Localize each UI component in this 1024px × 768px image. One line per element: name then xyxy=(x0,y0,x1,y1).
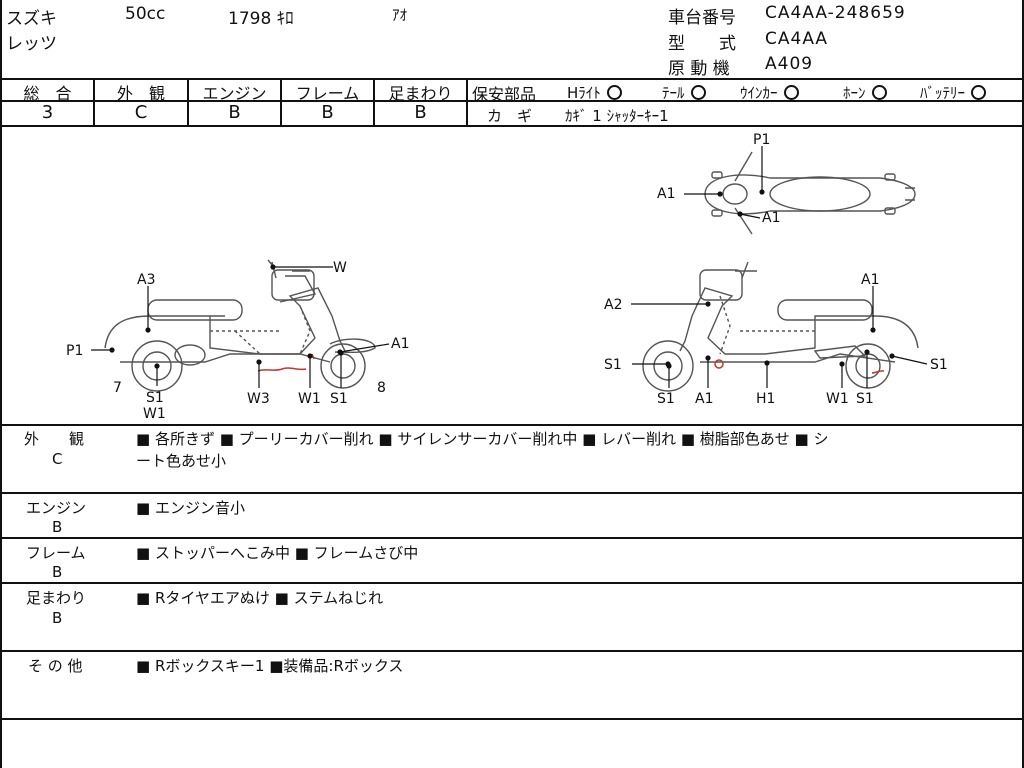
label-left-a3: A3 xyxy=(137,272,155,288)
label-left-p1: P1 xyxy=(66,343,83,359)
frame-left-border xyxy=(0,0,2,768)
safety-item-horn: ﾎｰﾝ xyxy=(843,82,891,103)
note-exterior-grade: C xyxy=(52,450,63,468)
label-top-a1-left: A1 xyxy=(657,186,675,202)
label-left-a1: A1 xyxy=(391,336,409,352)
note-frame-text: ■ ストッパーへこみ中 ■ フレームさび中 xyxy=(136,544,419,562)
grade-overall-label: 総 合 xyxy=(23,84,72,103)
label-left-w1-bottom: W1 xyxy=(143,406,166,422)
label-right-a2: A2 xyxy=(604,297,622,313)
note-frame-label: フレーム xyxy=(26,544,86,562)
key-value: ｶｷﾞ 1 ｼｬｯﾀｰｷｰ1 xyxy=(565,107,669,125)
note-engine-label: エンジン xyxy=(26,499,87,517)
ok-circle-icon xyxy=(690,85,706,100)
ok-circle-icon xyxy=(871,85,887,100)
grade-table-top xyxy=(0,78,1024,80)
grade-exterior-label: 外 観 xyxy=(116,84,165,103)
note-suspension-label: 足まわり xyxy=(26,589,87,607)
grade-engine-value: B xyxy=(228,102,241,123)
notes-divider-4 xyxy=(0,650,1024,652)
note-suspension-text: ■ Rタイヤエアぬけ ■ ステムねじれ xyxy=(136,589,384,607)
scooter-diagrams: A3 W P1 A1 7 S1 W1 W3 W1 S1 8 A2 A1 S1 S… xyxy=(66,132,948,422)
scooter-top-view xyxy=(704,151,916,235)
safety-item-headlight-label: Hﾗｲﾄ xyxy=(567,84,601,102)
safety-item-horn-label: ﾎｰﾝ xyxy=(843,84,866,102)
scooter-left-view xyxy=(104,259,376,392)
label-left-s1-front: S1 xyxy=(330,391,348,407)
label-right-a1: A1 xyxy=(695,391,713,407)
ok-circle-icon xyxy=(783,85,799,100)
type-label: 型 式 xyxy=(668,34,736,54)
label-left-8: 8 xyxy=(377,380,386,396)
safety-item-battery-label: ﾊﾞｯﾃﾘｰ xyxy=(920,84,966,102)
safety-item-headlight: Hﾗｲﾄ xyxy=(567,82,626,103)
label-top-a1-right: A1 xyxy=(762,210,780,226)
note-engine-text: ■ エンジン音小 xyxy=(136,499,245,517)
note-engine-grade: B xyxy=(52,518,63,536)
grade-frame-label: フレーム xyxy=(295,84,360,103)
displacement: 50cc xyxy=(125,4,166,24)
grade-table-bottom xyxy=(0,125,1024,127)
safety-item-tail-label: ﾃｰﾙ xyxy=(662,84,685,102)
engine-model-value: A409 xyxy=(765,54,814,74)
grade-engine-label: エンジン xyxy=(202,84,267,103)
engine-model-label: 原 動 機 xyxy=(668,59,730,79)
notes-divider-2 xyxy=(0,537,1024,539)
frame-number-label: 車台番号 xyxy=(668,8,736,28)
mileage: 1798 ｷﾛ xyxy=(228,9,294,29)
notes-divider-5 xyxy=(0,718,1024,720)
label-left-w3: W3 xyxy=(247,391,270,407)
safety-item-winker-label: ｳｲﾝｶｰ xyxy=(740,84,778,102)
grade-suspension-label: 足まわり xyxy=(388,84,453,103)
label-right-s1-bottom: S1 xyxy=(856,391,874,407)
grade-col-divider-3 xyxy=(280,78,282,127)
ok-circle-icon xyxy=(971,85,987,100)
label-right-s1-left: S1 xyxy=(604,357,622,373)
safety-parts-label: 保安部品 xyxy=(472,85,537,104)
label-right-w1: W1 xyxy=(826,391,849,407)
note-other-label: そ の 他 xyxy=(28,657,83,675)
note-exterior-text-cont: ート色あせ小 xyxy=(136,452,227,470)
diagram-bottom-line xyxy=(0,424,1024,426)
grade-suspension-value: B xyxy=(414,102,427,123)
safety-item-winker: ｳｲﾝｶｰ xyxy=(740,82,803,103)
label-right-a1-top: A1 xyxy=(861,272,879,288)
grade-exterior-value: C xyxy=(134,102,148,123)
notes-divider-3 xyxy=(0,582,1024,584)
grade-col-divider-1 xyxy=(93,78,95,127)
grade-frame-value: B xyxy=(321,102,334,123)
safety-item-tail: ﾃｰﾙ xyxy=(662,82,710,103)
label-top-p1: P1 xyxy=(753,132,770,148)
label-right-s1-right: S1 xyxy=(930,357,948,373)
note-suspension-grade: B xyxy=(52,609,63,627)
label-left-7: 7 xyxy=(113,380,122,396)
label-right-s1-front: S1 xyxy=(657,391,675,407)
label-left-w1: W1 xyxy=(298,391,321,407)
frame-right-border xyxy=(1022,0,1024,768)
grade-col-divider-5 xyxy=(466,78,468,127)
grade-col-divider-4 xyxy=(373,78,375,127)
grade-col-divider-2 xyxy=(187,78,189,127)
note-exterior-label: 外 観 xyxy=(24,430,85,448)
label-left-s1: S1 xyxy=(146,390,164,406)
frame-number-value: CA4AA-248659 xyxy=(765,3,906,23)
ok-circle-icon xyxy=(606,85,622,100)
label-right-h1: H1 xyxy=(756,391,775,407)
notes-divider-1 xyxy=(0,492,1024,494)
safety-item-battery: ﾊﾞｯﾃﾘｰ xyxy=(920,82,990,103)
safety-mid-line xyxy=(467,100,1024,102)
grade-overall-value: 3 xyxy=(41,102,54,123)
note-frame-grade: B xyxy=(52,563,63,581)
grade-table-mid xyxy=(0,100,467,102)
body-color: ｱｵ xyxy=(392,6,408,24)
type-value: CA4AA xyxy=(765,29,829,49)
key-label: カ ギ xyxy=(487,107,533,125)
label-left-w: W xyxy=(333,260,347,276)
note-other-text: ■ Rボックスキー1 ■装備品:Rボックス xyxy=(136,657,404,675)
maker-name: スズキ xyxy=(6,9,57,29)
note-exterior-text: ■ 各所きず ■ プーリーカバー削れ ■ サイレンサーカバー削れ中 ■ レバー削… xyxy=(136,430,829,448)
model-name: レッツ xyxy=(6,34,57,54)
